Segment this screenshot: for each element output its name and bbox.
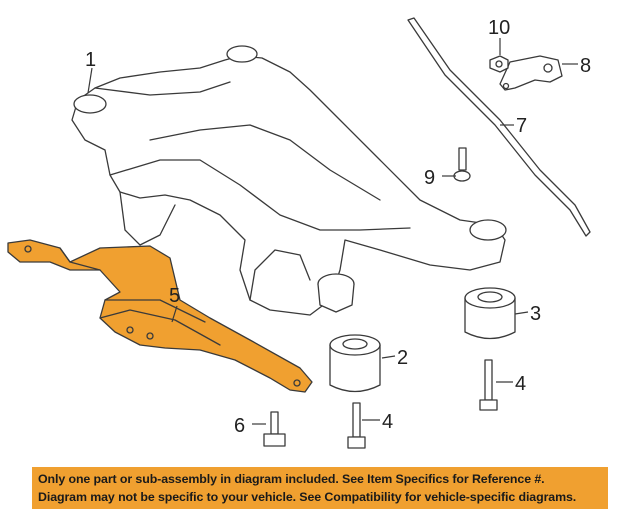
leader-5 [171, 305, 178, 323]
bracket-8 [499, 55, 563, 91]
disclaimer-line-1: Only one part or sub-assembly in diagram… [38, 472, 545, 486]
bushing-2 [329, 334, 381, 393]
leader-3 [514, 311, 529, 315]
callout-9: 9 [424, 167, 435, 189]
disclaimer-line-2: Diagram may not be specific to your vehi… [38, 490, 577, 504]
leader-1 [87, 67, 93, 94]
callout-10: 10 [488, 17, 510, 39]
bolt-9 [453, 147, 471, 182]
callout-3: 3 [530, 303, 541, 325]
bolt-6 [263, 411, 286, 447]
callout-5: 5 [169, 285, 180, 307]
callout-1: 1 [85, 49, 96, 71]
bolt-4-right [479, 359, 498, 411]
brace-bar-highlighted [7, 239, 313, 393]
nut-10 [489, 55, 509, 73]
callout-4-right: 4 [515, 373, 526, 395]
parts-diagram: 1 2 3 4 4 5 6 7 8 9 10 [7, 17, 591, 449]
rear-subframe [71, 45, 507, 316]
callout-7: 7 [516, 115, 527, 137]
callout-4-center: 4 [382, 411, 393, 433]
bushing-3 [464, 287, 516, 340]
disclaimer-banner: Only one part or sub-assembly in diagram… [32, 467, 608, 509]
callout-2: 2 [397, 347, 408, 369]
bolt-4-center [347, 402, 366, 449]
strap-7 [407, 17, 591, 237]
callout-8: 8 [580, 55, 591, 77]
callout-6: 6 [234, 415, 245, 437]
leader-2 [381, 355, 396, 359]
